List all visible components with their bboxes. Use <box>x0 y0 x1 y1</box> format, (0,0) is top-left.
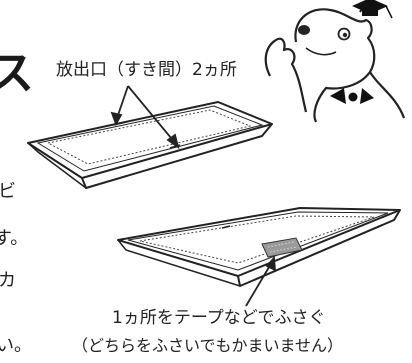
cropped-heading-fragment: ス <box>0 46 34 100</box>
bowtie-icon <box>330 88 374 104</box>
bear-mascot-icon <box>264 5 406 123</box>
cropped-text-fragment: い。 <box>0 335 32 356</box>
upper-tray <box>27 101 273 189</box>
cropped-text-fragment: ビ <box>0 181 16 202</box>
tape-callout-line1: 1ヵ所をテープなどでふさぐ <box>112 308 326 328</box>
tape-leader-line <box>245 255 277 307</box>
lower-tray <box>117 207 401 287</box>
tape-callout-line2: （どちらをふさいでもかまいません） <box>72 336 344 355</box>
mortarboard-icon <box>352 0 393 19</box>
vent-leader-lines <box>110 85 180 150</box>
vent-callout-label: 放出口（すき間）2ヵ所 <box>56 60 237 80</box>
cropped-text-fragment: す。 <box>0 228 29 249</box>
cropped-text-fragment: カ <box>0 270 16 291</box>
tape-patch <box>261 237 303 258</box>
